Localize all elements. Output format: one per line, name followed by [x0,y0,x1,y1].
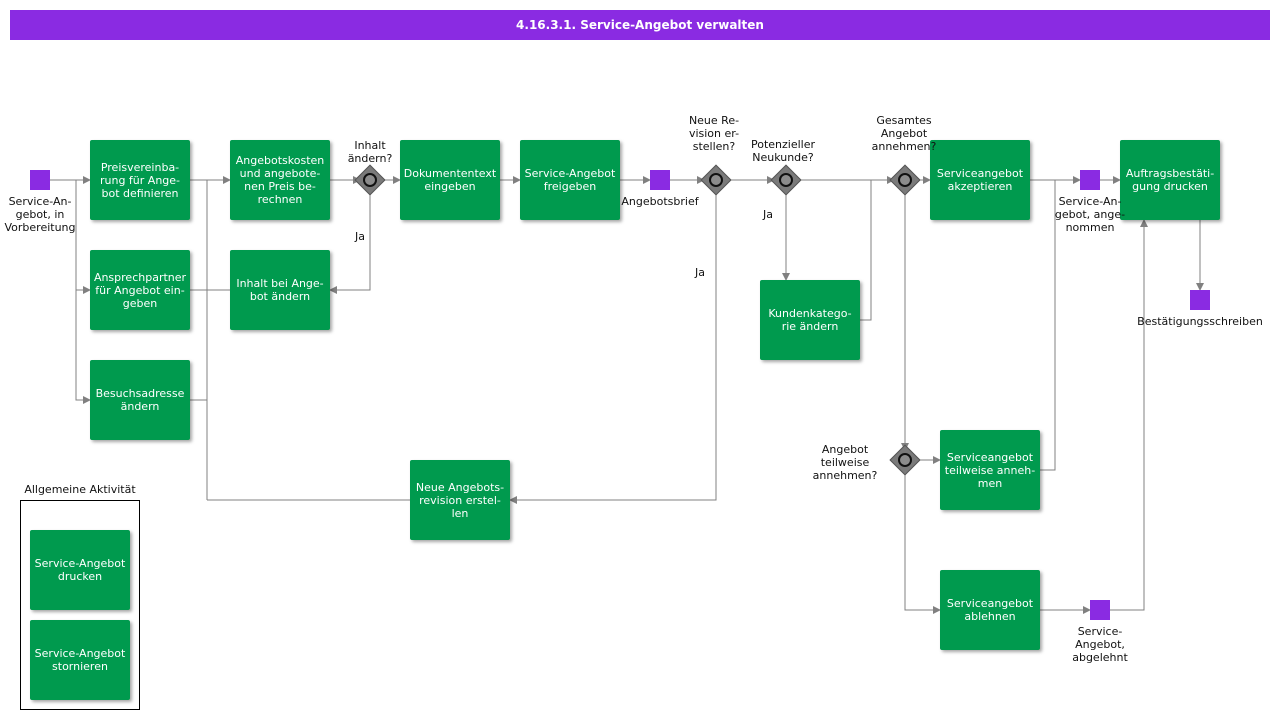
flow-label-ja-inhalt: Ja [355,230,365,243]
flow-label-ja-neukunde: Ja [763,208,773,221]
task-freigeben[interactable]: Service-Angebot freigeben [520,140,620,220]
event-abgelehnt-label: Service- Angebot, abgelehnt [1072,625,1128,664]
event-start-label: Service-An- gebot, in Vorbereitung [4,195,76,234]
task-kundenkategorie[interactable]: Kundenkatego- rie ändern [760,280,860,360]
task-stornieren[interactable]: Service-Angebot stornieren [30,620,130,700]
flow-abgelehnt-auftrag [1110,219,1148,611]
gateway-gesamt-label: Gesamtes Angebot annehmen? [871,114,937,153]
task-teilweise[interactable]: Serviceangebot teilweise anneh- men [940,430,1040,510]
flow-gw-inhalt [329,190,371,294]
general-activities-heading: Allgemeine Aktivität [24,483,136,496]
task-ablehnen[interactable]: Serviceangebot ablehnen [940,570,1040,650]
general-activities-frame [20,500,140,710]
flow-teilgw-ablehnen [904,470,941,614]
task-auftragsbestaetigung[interactable]: Auftragsbestäti- gung drucken [1120,140,1220,220]
gateway-revision-label: Neue Re- vision er- stellen? [688,114,740,153]
flow-start-besuch [75,290,91,404]
event-angebotsbrief-label: Angebotsbrief [621,195,699,208]
event-start[interactable] [30,170,50,190]
task-inhalt-aendern[interactable]: Inhalt bei Ange- bot ändern [230,250,330,330]
flow-gw-revision [509,190,717,504]
event-angenommen-label: Service-An- gebot, ange- nommen [1054,195,1126,234]
task-angebotskosten[interactable]: Angebotskosten und angebote- nen Preis b… [230,140,330,220]
task-akzeptieren[interactable]: Serviceangebot akzeptieren [930,140,1030,220]
flow-kategorie-back [860,180,872,321]
flow-teilweise-event [1040,180,1056,471]
task-neue-revision[interactable]: Neue Angebots- revision erstel- len [410,460,510,540]
task-preisvereinbarung[interactable]: Preisvereinba- rung für Ange- bot defini… [90,140,190,220]
task-ansprechpartner[interactable]: Ansprechpartner für Angebot ein- geben [90,250,190,330]
gateway-teilweise-label: Angebot teilweise annehmen? [812,443,878,482]
task-drucken[interactable]: Service-Angebot drucken [30,530,130,610]
event-bestaetigung-label: Bestätigungsschreiben [1137,315,1263,328]
event-angenommen[interactable] [1080,170,1100,190]
event-angebotsbrief[interactable] [650,170,670,190]
event-abgelehnt[interactable] [1090,600,1110,620]
diagram-title: 4.16.3.1. Service-Angebot verwalten [10,10,1270,40]
task-besuchsadresse[interactable]: Besuchsadresse ändern [90,360,190,440]
task-dokumententext[interactable]: Dokumententext eingeben [400,140,500,220]
gateway-neukunde-label: Potenzieller Neukunde? [750,138,816,164]
gateway-inhalt-label: Inhalt ändern? [347,139,393,165]
flow-label-ja-revision: Ja [695,266,705,279]
event-bestaetigung[interactable] [1190,290,1210,310]
